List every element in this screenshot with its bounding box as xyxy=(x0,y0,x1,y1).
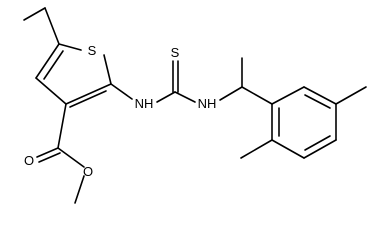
atom-labels: S S NH NH O O xyxy=(24,43,216,179)
bond-ch-aryl xyxy=(241,86,273,105)
bond-lines xyxy=(23,7,367,204)
bond-aryl-2-3-inner xyxy=(304,94,331,109)
bond-ethyl-ch3 xyxy=(23,7,46,21)
bond-c2-nh-left xyxy=(110,83,133,100)
bond-ring-c2-c3-inner xyxy=(69,90,107,108)
atom-label-left-nh: NH xyxy=(135,96,154,111)
bond-aryl-4-5-inner xyxy=(304,135,331,151)
bond-carbonyl-double-b xyxy=(38,152,61,163)
bond-ring-c3-c4 xyxy=(35,77,67,105)
bond-ring-s-c2 xyxy=(103,54,112,85)
bond-ring-c2-c3 xyxy=(65,83,112,105)
bond-nh-right-ch xyxy=(219,86,243,101)
bond-aryl-methyl-ortho xyxy=(240,139,273,159)
bond-cs-nh-right xyxy=(174,91,196,103)
bond-aryl-4-5 xyxy=(303,139,337,159)
bond-o-methyl xyxy=(74,175,85,204)
atom-label-ring-sulfur: S xyxy=(88,43,97,58)
bond-aryl-2-3 xyxy=(303,86,337,105)
atom-label-right-nh: NH xyxy=(198,96,217,111)
bond-ring-c4-c5 xyxy=(35,43,60,79)
atom-label-thione-sulfur: S xyxy=(171,45,180,60)
bond-nh-left-cs xyxy=(156,91,176,103)
bond-c3-carbonyl xyxy=(57,103,67,149)
bond-aryl-methyl-para xyxy=(335,86,367,105)
bond-ring-c5-s xyxy=(58,43,82,51)
atom-label-ester-oxygen: O xyxy=(83,164,93,179)
bond-aryl-5-6 xyxy=(271,139,305,159)
bond-ring-c4-c5-inner xyxy=(43,50,64,80)
bond-carbonyl-o-ester xyxy=(57,147,85,168)
bond-aryl-1-2 xyxy=(271,86,305,105)
bond-carbonyl-double-a xyxy=(36,147,59,158)
atom-label-carbonyl-oxygen: O xyxy=(24,153,34,168)
bond-ethyl-ch2 xyxy=(44,7,60,45)
molecule-structure: S S NH NH O O xyxy=(23,7,367,204)
